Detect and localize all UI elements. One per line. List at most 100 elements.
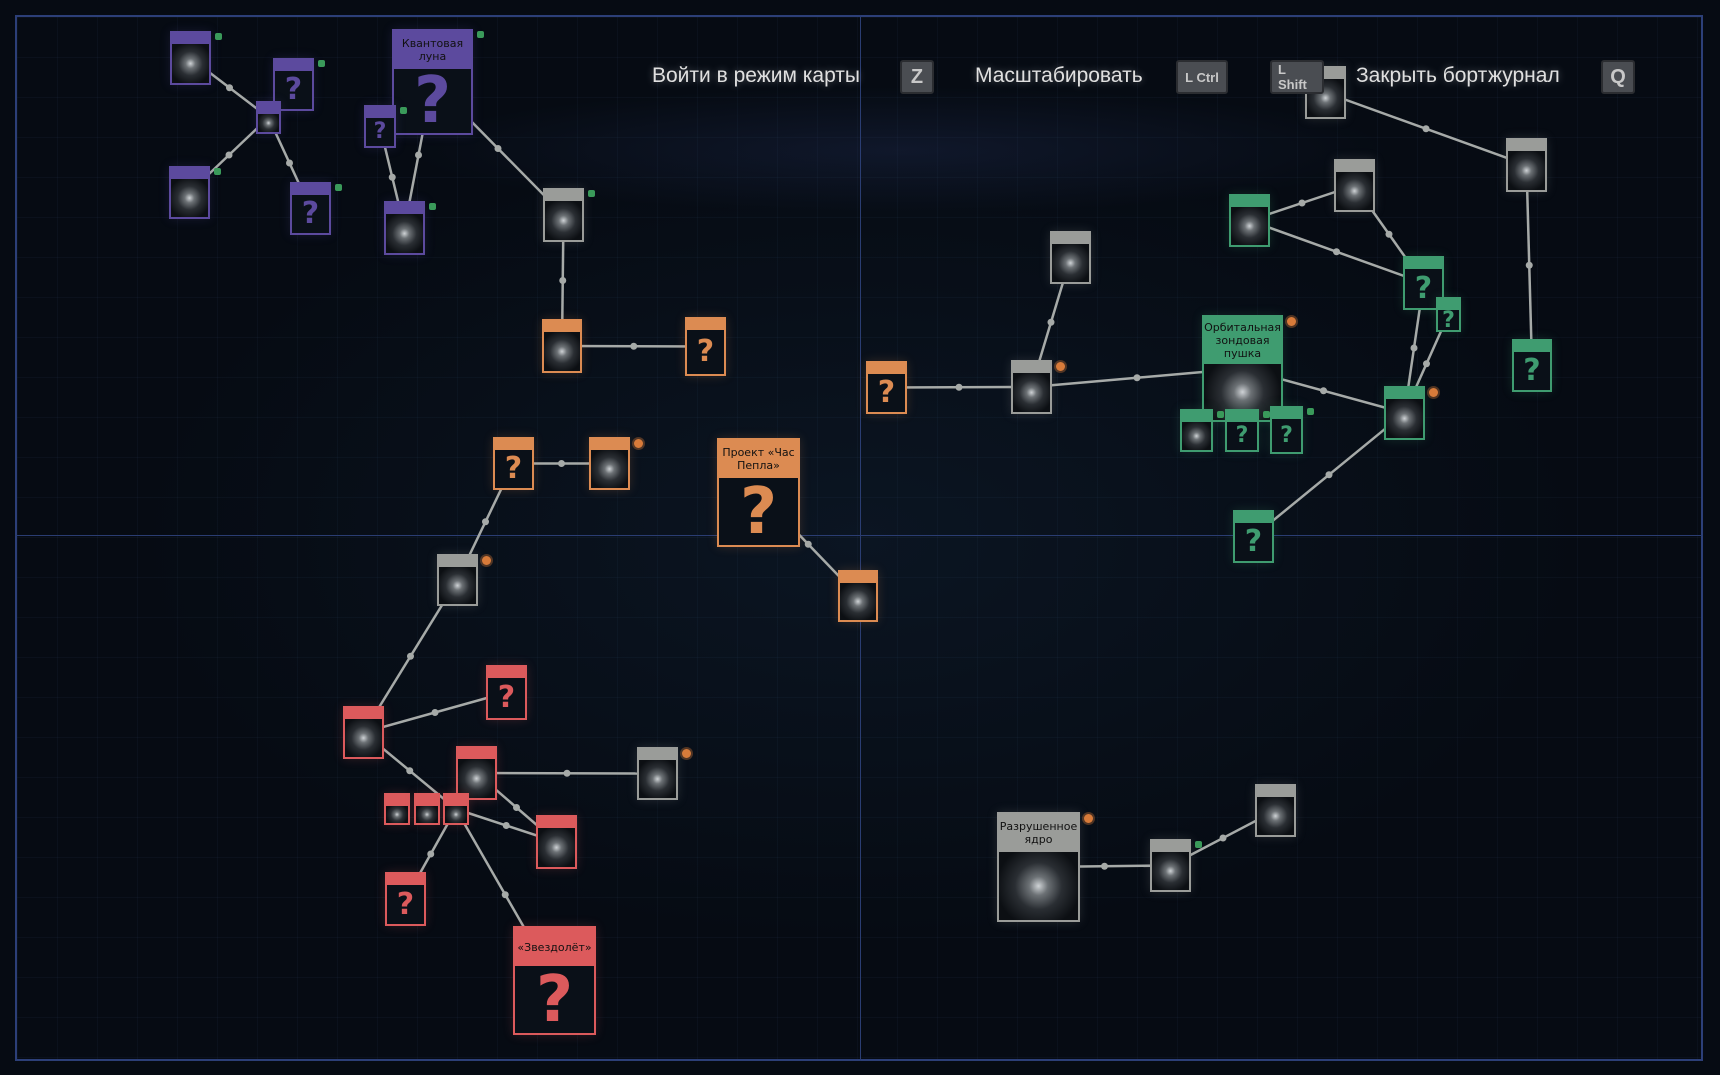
question-mark-icon: ?	[1523, 353, 1541, 388]
connection-arrow-icon	[1047, 318, 1055, 326]
rumor-card-m[interactable]	[589, 437, 630, 490]
rumor-card-af[interactable]	[1180, 409, 1213, 452]
rumor-card-k[interactable]: ?	[685, 317, 726, 376]
card-body	[1336, 172, 1373, 210]
card-body	[591, 450, 628, 488]
card-title: Квантовая луна	[394, 31, 471, 69]
question-mark-icon: ?	[696, 334, 715, 369]
card-photo	[538, 828, 575, 867]
more-to-explore-icon	[1307, 408, 1314, 415]
rumor-card-f[interactable]: Квантовая луна?	[392, 29, 473, 135]
card-title	[1336, 161, 1373, 172]
rumor-card-v2[interactable]	[414, 793, 440, 825]
rumor-card-am[interactable]	[1334, 159, 1375, 212]
rumor-card-h[interactable]	[384, 201, 425, 255]
card-title	[1257, 786, 1294, 797]
rumor-card-al[interactable]	[1229, 194, 1270, 247]
card-title: Проект «Час Пепла»	[719, 440, 798, 478]
rumor-card-d[interactable]	[169, 166, 210, 219]
rumor-card-g[interactable]: ?	[364, 105, 396, 148]
card-photo	[345, 719, 382, 757]
rumor-card-i[interactable]	[543, 188, 584, 242]
rumor-card-n[interactable]: Проект «Час Пепла»?	[717, 438, 800, 547]
rumor-card-ap[interactable]: ?	[1512, 339, 1552, 392]
rumor-card-v1[interactable]	[384, 793, 410, 825]
rumor-card-s[interactable]: ?	[486, 665, 527, 720]
map-mode-key[interactable]: Z	[900, 60, 934, 94]
card-body	[999, 852, 1078, 920]
card-title	[544, 321, 580, 332]
connection-arrow-icon	[1333, 248, 1340, 256]
card-title	[171, 168, 208, 179]
rumor-card-e[interactable]: ?	[290, 182, 331, 235]
rumor-card-ai[interactable]	[1384, 386, 1425, 440]
rumor-card-aa[interactable]	[1150, 839, 1191, 892]
rumor-card-j[interactable]	[542, 319, 582, 373]
question-mark-icon: ?	[284, 72, 303, 107]
connection-arrow-icon	[388, 173, 396, 181]
connection-arrow-icon	[563, 769, 571, 777]
question-mark-icon: ?	[1244, 524, 1263, 559]
connection-arrow-icon	[225, 151, 233, 159]
rumor-card-ab[interactable]	[1255, 784, 1296, 837]
card-title	[1231, 196, 1268, 207]
rumor-card-ag[interactable]: ?	[1225, 409, 1259, 452]
card-photo	[591, 450, 628, 488]
close-log-key[interactable]: Q	[1601, 60, 1635, 94]
zoom-label[interactable]: Масштабировать	[975, 64, 1143, 87]
zoom-key[interactable]: L Ctrl	[1176, 60, 1228, 94]
card-title	[292, 184, 329, 195]
rumor-card-ao[interactable]	[1506, 138, 1547, 192]
more-to-explore-icon	[429, 203, 436, 210]
card-title	[445, 795, 467, 806]
rumor-card-p[interactable]: ?	[866, 361, 907, 414]
rumor-card-u[interactable]	[637, 747, 678, 800]
rumor-card-q[interactable]	[437, 554, 478, 606]
shift-key[interactable]: L Shift	[1270, 60, 1324, 94]
rumor-card-v3[interactable]	[443, 793, 469, 825]
connection-arrow-icon	[502, 822, 510, 829]
rumor-card-a[interactable]	[170, 31, 211, 85]
card-body	[840, 583, 876, 620]
rumor-card-ac[interactable]	[1050, 231, 1091, 284]
card-title	[687, 319, 724, 330]
more-to-explore-icon	[1217, 411, 1224, 418]
rumor-card-o[interactable]	[838, 570, 878, 622]
rumor-card-t[interactable]	[456, 746, 497, 800]
connection-arrow-icon	[804, 540, 812, 548]
card-photo	[840, 583, 876, 620]
map-mode-label[interactable]: Войти в режим карты	[652, 64, 861, 87]
close-log-label[interactable]: Закрыть бортжурнал	[1356, 64, 1560, 87]
rumor-card-l[interactable]: ?	[493, 437, 534, 490]
new-rumor-icon	[1084, 814, 1093, 823]
card-body	[639, 760, 676, 798]
new-rumor-icon	[1056, 362, 1065, 371]
card-photo	[416, 806, 438, 823]
question-mark-icon: ?	[535, 962, 574, 1037]
card-photo	[172, 44, 209, 83]
rumor-card-w[interactable]	[536, 815, 577, 869]
rumor-card-z[interactable]: Разрушенное ядро	[997, 812, 1080, 922]
card-title	[172, 33, 209, 44]
rumor-card-r[interactable]	[343, 706, 384, 759]
rumor-card-ah[interactable]: ?	[1270, 406, 1303, 454]
card-title	[1514, 341, 1550, 352]
rumor-card-ak[interactable]: ?	[1436, 297, 1461, 332]
rumor-card-an[interactable]: ?	[1233, 510, 1274, 563]
card-body: ?	[1227, 422, 1257, 450]
card-photo	[439, 567, 476, 604]
question-mark-icon: ?	[396, 886, 415, 922]
card-photo	[458, 759, 495, 798]
card-body	[1231, 207, 1268, 245]
rumor-card-b[interactable]: ?	[273, 58, 314, 111]
card-title	[386, 203, 423, 214]
connection-arrow-icon	[407, 652, 414, 660]
connection-arrow-icon	[1320, 387, 1327, 395]
rumor-card-y[interactable]: «Звездолёт»?	[513, 926, 596, 1035]
card-body: ?	[387, 885, 424, 924]
card-title	[1307, 68, 1344, 79]
rumor-card-ad[interactable]	[1011, 360, 1052, 414]
connection-arrow-icon	[406, 767, 414, 775]
rumor-card-x[interactable]: ?	[385, 872, 426, 926]
rumor-card-c[interactable]	[256, 101, 281, 134]
